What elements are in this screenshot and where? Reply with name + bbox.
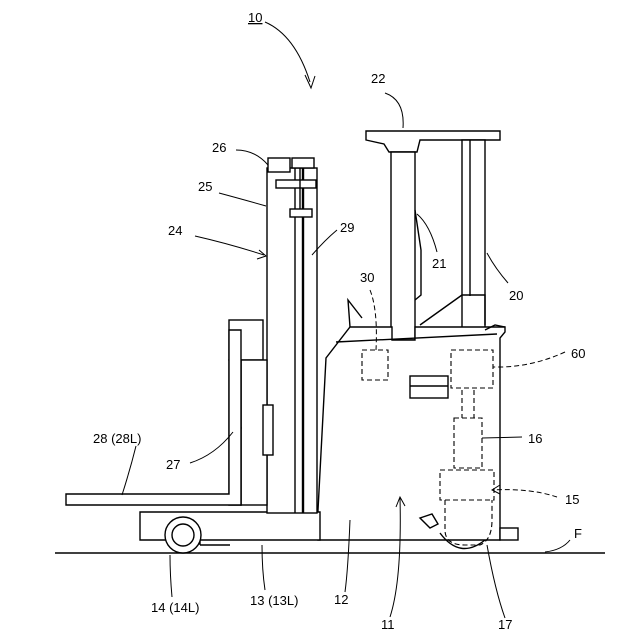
label-30: 30 — [360, 270, 374, 285]
label-26: 26 — [212, 140, 226, 155]
label-16: 16 — [528, 431, 542, 446]
label-21: 21 — [432, 256, 446, 271]
mast — [267, 158, 317, 513]
label-27: 27 — [166, 457, 180, 472]
label-15: 15 — [565, 492, 579, 507]
label-F: F — [574, 526, 582, 541]
label-20: 20 — [509, 288, 523, 303]
label-14: 14 (14L) — [151, 600, 199, 615]
label-13: 13 (13L) — [250, 593, 298, 608]
label-28: 28 (28L) — [93, 431, 141, 446]
label-29: 29 — [340, 220, 354, 235]
label-10: 10 — [248, 10, 262, 25]
guard-post-rear — [420, 140, 485, 330]
label-12: 12 — [334, 592, 348, 607]
label-25: 25 — [198, 179, 212, 194]
guard-post-front — [391, 152, 421, 340]
load-wheel — [165, 517, 201, 553]
fork — [66, 330, 241, 505]
label-11: 11 — [381, 617, 395, 632]
label-24: 24 — [168, 223, 182, 238]
label-60: 60 — [571, 346, 585, 361]
label-22: 22 — [371, 71, 385, 86]
label-17: 17 — [498, 617, 512, 632]
